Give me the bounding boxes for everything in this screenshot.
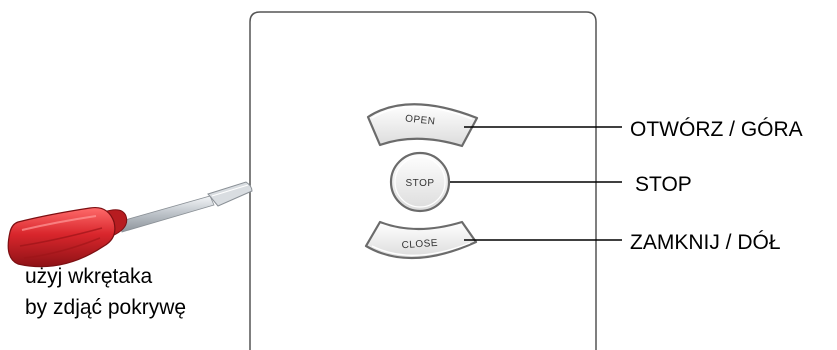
open-callout-label: OTWÓRZ / GÓRA (630, 118, 803, 141)
open-button-label: OPEN (405, 113, 436, 127)
screwdriver-hint-line2: by zdjąć pokrywę (25, 296, 187, 319)
stop-button-label: STOP (405, 178, 434, 189)
stop-callout-label: STOP (635, 173, 692, 196)
screwdriver-hint-line1: użyj wkrętaka (25, 265, 153, 288)
close-button[interactable]: CLOSE (364, 220, 478, 260)
stop-button[interactable]: STOP (389, 151, 451, 213)
screwdriver-icon (7, 181, 253, 268)
close-callout-label: ZAMKNIJ / DÓŁ (630, 231, 781, 254)
close-button-label: CLOSE (401, 238, 438, 252)
open-button[interactable]: OPEN (366, 103, 479, 148)
